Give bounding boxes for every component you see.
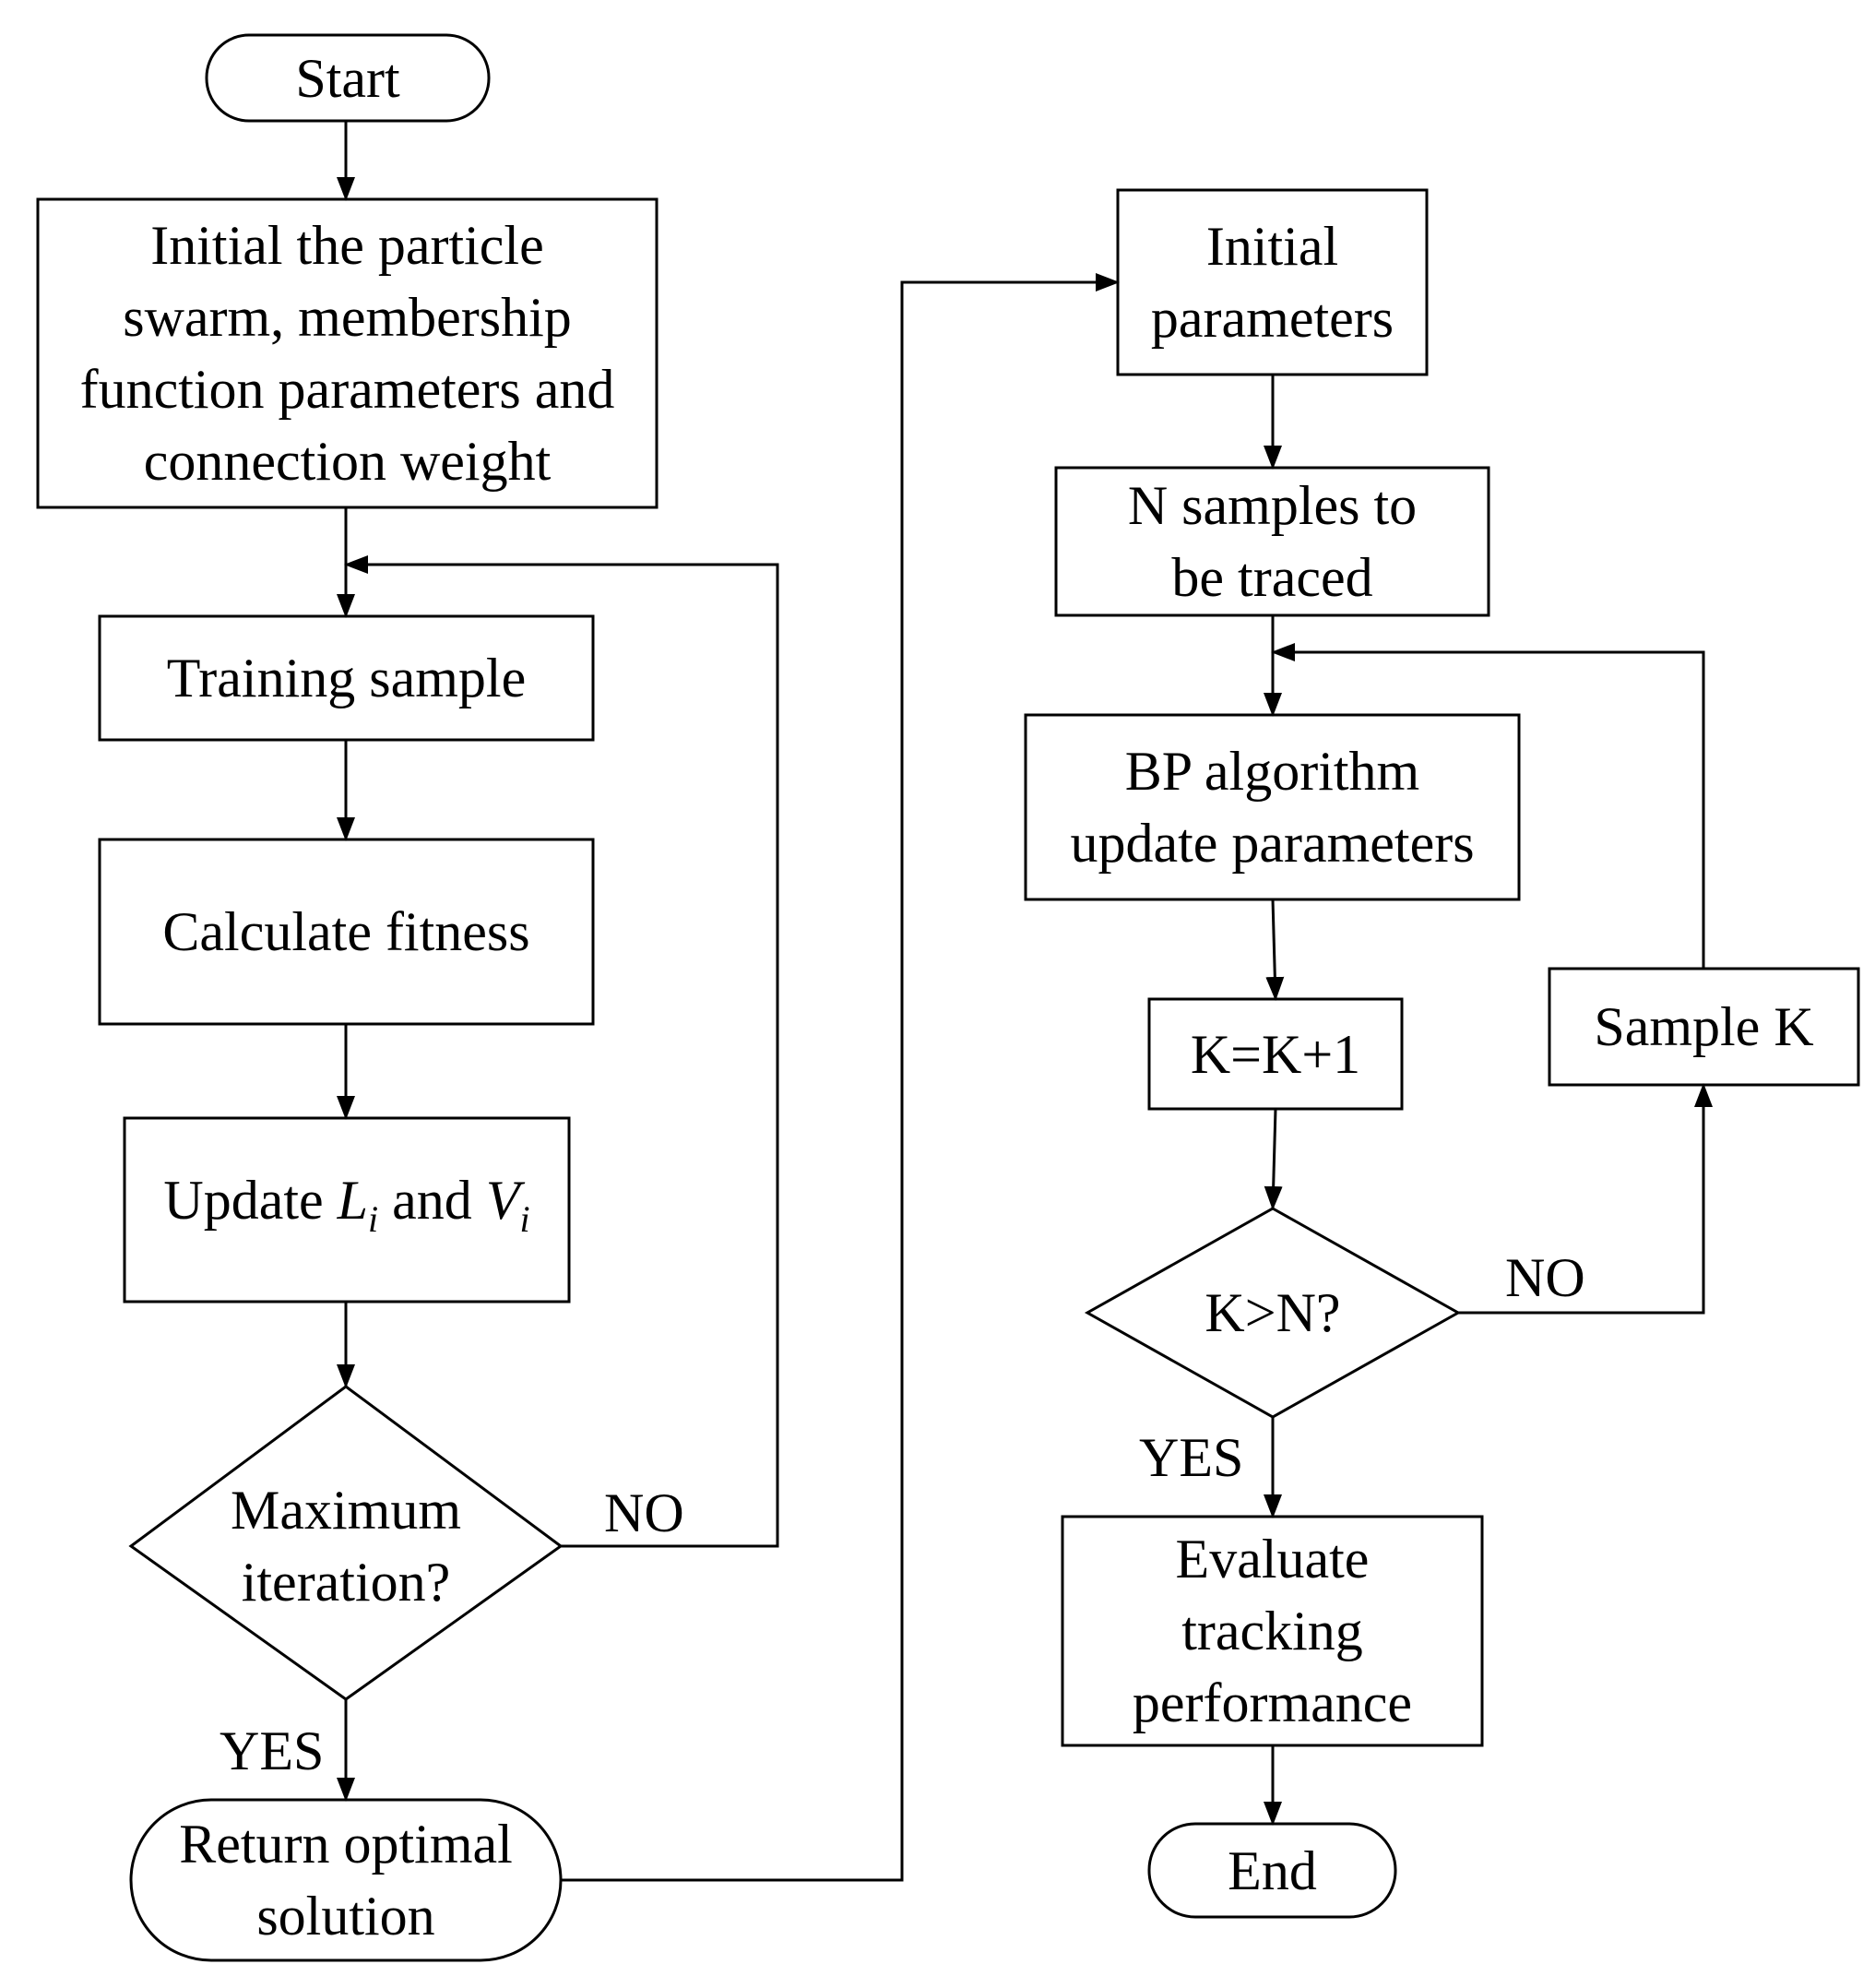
initial-parameters-line-1: Initial <box>1205 216 1339 277</box>
return-optimal-line-2: solution <box>256 1886 435 1946</box>
initial-parameters-text: Initial parameters <box>1118 190 1427 375</box>
init-swarm-line-3: function parameters and <box>79 359 615 420</box>
initial-parameters-line-2: parameters <box>1150 288 1394 349</box>
label-kn-no: NO <box>1505 1247 1585 1308</box>
end-label: End <box>1228 1839 1317 1901</box>
k-increment-label: K=K+1 <box>1190 1023 1361 1085</box>
label-max-iter-no: NO <box>604 1482 684 1543</box>
init-swarm-line-1: Initial the particle <box>150 215 544 276</box>
update-prefix: Update <box>163 1170 338 1231</box>
init-swarm-line-4: connection weight <box>143 431 552 492</box>
calculate-fitness-text: Calculate fitness <box>100 839 593 1024</box>
update-l-var: L <box>337 1170 369 1231</box>
start-text: Start <box>207 35 489 121</box>
calculate-fitness-box <box>98 838 595 1026</box>
update-v-sub: i <box>519 1198 530 1240</box>
training-sample-label: Training sample <box>166 648 527 708</box>
arrow-kinc-to-decision <box>1264 1108 1283 1210</box>
init-swarm-text: Initial the particle swarm, membership f… <box>38 199 657 507</box>
evaluate-line-2: tracking <box>1181 1601 1363 1661</box>
evaluate-line-3: performance <box>1132 1673 1413 1733</box>
calculate-fitness-label: Calculate fitness <box>162 901 530 962</box>
k-gt-n-text: K>N? <box>1087 1273 1458 1352</box>
evaluate-box <box>1061 1515 1484 1747</box>
arrow-decision-no-loop <box>344 555 779 1548</box>
update-middle: and <box>378 1170 486 1231</box>
n-samples-text: N samples to be traced <box>1056 468 1489 615</box>
label-kn-yes: YES <box>1139 1427 1243 1488</box>
k-gt-n-label: K>N? <box>1205 1282 1341 1343</box>
init-swarm-box <box>36 197 659 509</box>
bp-algorithm-line-2: update parameters <box>1070 813 1475 874</box>
start-terminal <box>205 33 491 123</box>
sample-k-box <box>1548 967 1860 1087</box>
end-text: End <box>1149 1824 1395 1917</box>
max-iteration-text: Maximum iteration? <box>131 1467 561 1625</box>
bp-algorithm-text: BP algorithm update parameters <box>1026 715 1519 899</box>
arrow-decision-no-to-samplek <box>1458 1083 1713 1315</box>
update-l-sub: i <box>368 1198 379 1240</box>
return-optimal-text: Return optimal solution <box>131 1800 561 1960</box>
evaluate-text: Evaluate tracking performance <box>1062 1517 1482 1745</box>
label-max-iter-yes: YES <box>220 1720 324 1781</box>
bp-algorithm-line-1: BP algorithm <box>1124 741 1420 802</box>
update-v-var: V <box>485 1170 520 1231</box>
update-label: Update Li and Vi <box>163 1164 529 1256</box>
arrow-return-to-initial-params <box>561 273 1120 1882</box>
k-increment-text: K=K+1 <box>1149 999 1402 1109</box>
evaluate-line-1: Evaluate <box>1175 1529 1370 1589</box>
arrow-samplek-loop-to-bp <box>1271 643 1705 969</box>
sample-k-text: Sample K <box>1549 969 1858 1085</box>
arrow-bp-to-kinc <box>1265 899 1285 1001</box>
max-iteration-line-1: Maximum <box>231 1480 461 1541</box>
update-li-vi-box <box>123 1116 571 1304</box>
n-samples-line-2: be traced <box>1171 547 1373 608</box>
sample-k-label: Sample K <box>1594 996 1814 1057</box>
training-sample-text: Training sample <box>100 616 593 740</box>
max-iteration-line-2: iteration? <box>241 1552 451 1613</box>
return-optimal-line-1: Return optimal <box>179 1814 513 1875</box>
init-swarm-line-2: swarm, membership <box>123 287 572 348</box>
initial-parameters-box <box>1116 188 1429 376</box>
update-text: Update Li and Vi <box>125 1118 569 1302</box>
n-samples-line-1: N samples to <box>1127 475 1418 536</box>
start-label: Start <box>295 47 400 109</box>
k-increment-box <box>1147 997 1404 1111</box>
